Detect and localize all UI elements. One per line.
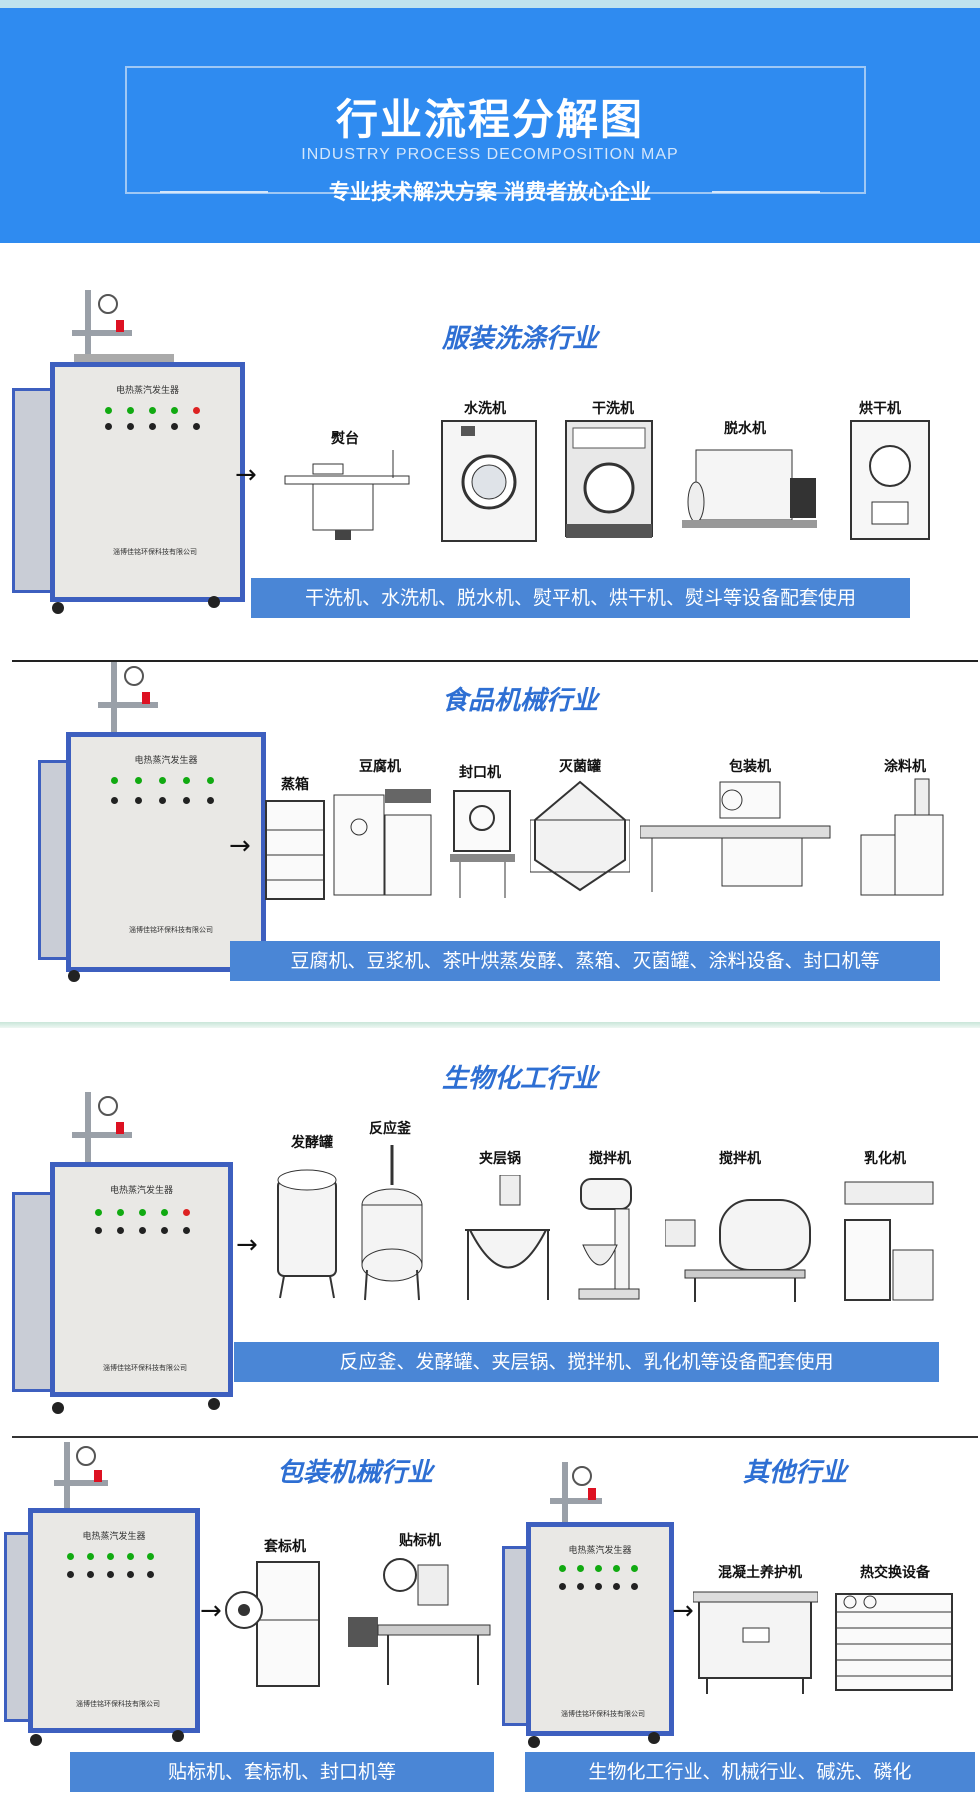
coating-machine	[860, 778, 944, 896]
machine-label: 蒸箱	[281, 777, 309, 793]
header-banner	[0, 0, 980, 243]
machine-label: 搅拌机	[589, 1151, 631, 1167]
slogan-line-right	[712, 191, 820, 193]
sleeve-labeling-machine	[225, 1561, 320, 1687]
machine-label: 贴标机	[399, 1533, 441, 1549]
machine-label: 混凝土养护机	[718, 1565, 802, 1581]
arrow-icon: →	[236, 1230, 258, 1260]
section-divider	[12, 660, 978, 662]
tofu-machine	[333, 789, 432, 896]
slogan-line-left	[160, 191, 268, 193]
concrete-curing-machine	[693, 1591, 818, 1694]
machine-label: 豆腐机	[359, 759, 401, 775]
sterilization-tank	[530, 780, 630, 892]
machine-label: 反应釜	[369, 1121, 411, 1137]
machine-label: 灭菌罐	[559, 759, 601, 775]
steam-generator-2: 电热蒸汽发生器 淄博佳铭环保科技有限公司	[38, 662, 266, 987]
machine-label: 乳化机	[864, 1151, 906, 1167]
machine-label: 烘干机	[859, 401, 901, 417]
arrow-icon: →	[672, 1596, 694, 1626]
machine-label: 涂料机	[884, 759, 926, 775]
washing-machine	[441, 420, 537, 542]
section-caption-biochem: 反应釜、发酵罐、夹层锅、搅拌机、乳化机等设备配套使用	[234, 1342, 939, 1382]
section-title-food: 食品机械行业	[441, 686, 598, 716]
fermentation-tank	[277, 1169, 337, 1299]
tumble-dryer	[850, 420, 930, 540]
section-divider	[12, 1436, 978, 1438]
section-title-biochem: 生物化工行业	[441, 1064, 598, 1094]
machine-label: 水洗机	[464, 401, 506, 417]
section-title-laundry: 服装洗涤行业	[441, 324, 598, 354]
reaction-kettle	[361, 1145, 423, 1301]
steam-generator-1: 电热蒸汽发生器 淄博佳铭环保科技有限公司	[12, 290, 245, 620]
machine-label: 热交换设备	[860, 1565, 930, 1581]
header-top-strip	[0, 0, 980, 8]
section-caption-other: 生物化工行业、机械行业、碱洗、磷化	[525, 1752, 975, 1792]
section-caption-food: 豆腐机、豆浆机、茶叶烘蒸发酵、蒸箱、灭菌罐、涂料设备、封口机等	[230, 941, 940, 981]
page-title: 行业流程分解图	[335, 95, 644, 144]
section-title-other: 其他行业	[742, 1458, 847, 1488]
steam-cabinet	[265, 800, 325, 900]
arrow-icon: →	[235, 460, 257, 490]
arrow-icon: →	[200, 1596, 222, 1626]
dewatering-machine	[682, 449, 817, 528]
machine-label: 脱水机	[724, 421, 766, 437]
sealing-machine	[450, 790, 515, 898]
machine-label: 夹层锅	[479, 1151, 521, 1167]
machine-label: 发酵罐	[291, 1135, 333, 1151]
ironing-table	[284, 450, 410, 540]
machine-label: 封口机	[459, 765, 501, 781]
machine-label: 干洗机	[592, 401, 634, 417]
arrow-icon: →	[229, 831, 251, 861]
labeling-machine	[348, 1558, 491, 1685]
header-frame	[125, 66, 866, 194]
machine-label: 套标机	[264, 1539, 306, 1555]
section-title-packaging: 包装机械行业	[276, 1458, 433, 1488]
machine-label: 包装机	[729, 759, 771, 775]
jacketed-kettle	[465, 1175, 550, 1300]
packaging-machine	[640, 781, 831, 892]
emulsifier	[844, 1181, 934, 1301]
dry-cleaning-machine	[565, 420, 653, 538]
horizontal-mixer	[665, 1199, 811, 1302]
mixer-machine	[578, 1178, 640, 1300]
page-subtitle-en: INDUSTRY PROCESS DECOMPOSITION MAP	[301, 146, 679, 163]
steam-generator-4: 电热蒸汽发生器 淄博佳铭环保科技有限公司	[4, 1442, 204, 1752]
machine-label: 熨台	[331, 431, 359, 447]
heat-exchanger	[835, 1593, 953, 1691]
section-caption-packaging: 贴标机、套标机、封口机等	[70, 1752, 494, 1792]
steam-generator-3: 电热蒸汽发生器 淄博佳铭环保科技有限公司	[12, 1092, 237, 1417]
section-caption-laundry: 干洗机、水洗机、脱水机、熨平机、烘干机、熨斗等设备配套使用	[251, 578, 910, 618]
steam-generator-5: 电热蒸汽发生器 淄博佳铭环保科技有限公司	[502, 1462, 678, 1752]
machine-label: 搅拌机	[719, 1151, 761, 1167]
section-divider	[0, 1022, 980, 1028]
page-slogan: 专业技术解决方案 消费者放心企业	[328, 180, 652, 204]
